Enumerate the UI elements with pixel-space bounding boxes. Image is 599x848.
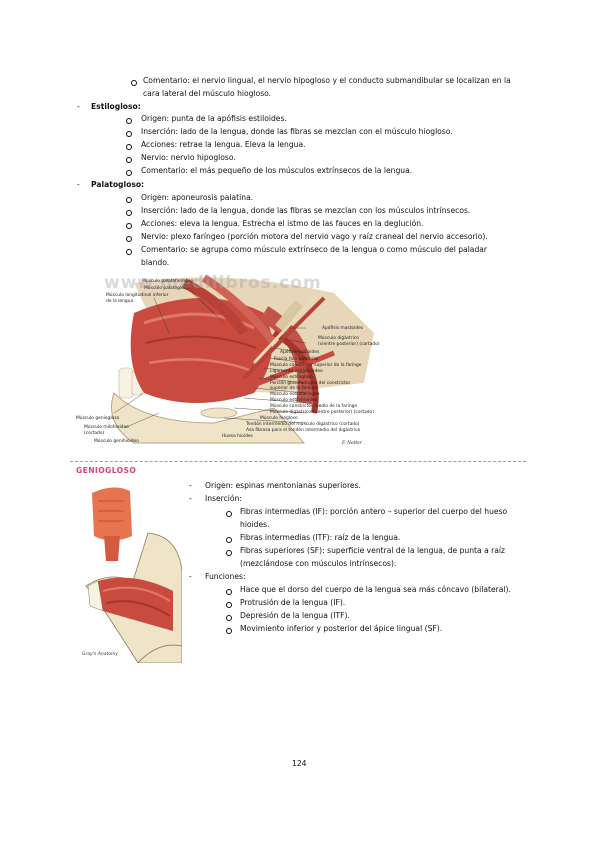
fig-label: Músculo constrictor medio de la faringe bbox=[270, 404, 358, 409]
fig-label: Músculo estilogloso bbox=[270, 375, 313, 380]
bullet-icon bbox=[126, 170, 132, 176]
fig-label: Asa fibrosa para el tendón intermedio de… bbox=[246, 428, 361, 433]
palatogloso-comment-line1: Comentario: se agrupa como músculo extrí… bbox=[141, 245, 488, 254]
funcion-item: Protrusión de la lengua (IF). bbox=[240, 598, 346, 607]
insercion-item-line2: hioides. bbox=[240, 520, 270, 529]
fig-label: Apófisis mastoides bbox=[322, 326, 364, 331]
fig-label: de la lengua bbox=[106, 299, 134, 304]
bullet-icon bbox=[126, 118, 132, 124]
geniogloso-insercion: Inserción: bbox=[205, 494, 242, 503]
palatogloso-item: Origen: aponeurosis palatina. bbox=[141, 193, 254, 202]
fig-label: Porción glosofaríngea del constrictor bbox=[270, 381, 351, 386]
fig-label: Fascia faringobasilar bbox=[274, 357, 320, 362]
estilogloso-item: Inserción: lado de la lengua, donde las … bbox=[141, 127, 453, 136]
page-number: 124 bbox=[292, 759, 307, 768]
fig-label: Músculo estilohioideo bbox=[270, 398, 318, 403]
top-comment-line2: cara lateral del músculo hiogloso. bbox=[143, 89, 272, 98]
funcion-item: Hace que el dorso del cuerpo de la lengu… bbox=[240, 585, 511, 594]
palatogloso-item: Inserción: lado de la lengua, donde las … bbox=[141, 206, 471, 215]
fig-label: superior de la faringe bbox=[270, 386, 318, 391]
fig-label: Tendón intermedio del músculo digástrico… bbox=[246, 422, 360, 427]
tongue-muscles-illustration: www.medilibros.com Músculo palatofarínge… bbox=[74, 273, 394, 453]
fig-label: Músculo longitudinal inferior bbox=[106, 293, 169, 298]
bullet-icon bbox=[226, 550, 232, 556]
bullet-icon bbox=[126, 223, 132, 229]
estilogloso-item: Nervio: nervio hipogloso. bbox=[141, 153, 236, 162]
bullet-icon bbox=[126, 197, 132, 203]
geniogloso-drawing bbox=[78, 481, 182, 663]
insercion-item-line2: (mezclándose con músculos intrínsecos). bbox=[240, 559, 397, 568]
bullet-icon bbox=[131, 80, 137, 86]
anatomy-drawing bbox=[74, 273, 394, 453]
fig-label: Músculo hiogloso bbox=[260, 416, 298, 421]
fig-label: Apófisis estiloides bbox=[280, 350, 320, 355]
bullet-icon bbox=[226, 615, 232, 621]
palatogloso-item: Acciones: eleva la lengua. Estrecha el i… bbox=[141, 219, 424, 228]
insercion-item-line1: Fibras intermedias (IF): porción antero … bbox=[240, 507, 508, 516]
fig-label: Músculo digástrico bbox=[318, 336, 359, 341]
figure-caption: Gray's Anatomy bbox=[82, 652, 119, 657]
fig-label: (cortado) bbox=[84, 431, 105, 436]
estilogloso-item: Acciones: retrae la lengua. Eleva la len… bbox=[141, 140, 306, 149]
fig-label: (vientre posterior) (cortado) bbox=[318, 342, 380, 347]
fig-label: Músculo genihioideo bbox=[94, 439, 139, 444]
palatogloso-comment-line2: blando. bbox=[141, 258, 170, 267]
insercion-item-line1: Fibras intermedias (ITF): raíz de la len… bbox=[240, 533, 401, 542]
dash-icon: - bbox=[189, 494, 192, 503]
bullet-icon bbox=[126, 249, 132, 255]
watermark: www.medilibros.com bbox=[104, 273, 322, 293]
fig-label: Músculo palatogloso bbox=[144, 286, 189, 291]
fig-label: Músculo estilofaríngeo bbox=[270, 392, 320, 397]
fig-label: Músculo milohioideo bbox=[84, 425, 129, 430]
bullet-icon bbox=[126, 236, 132, 242]
geniogloso-illustration: Gray's Anatomy bbox=[78, 481, 182, 663]
estilogloso-item: Origen: punta de la apófisis estiloides. bbox=[141, 114, 287, 123]
fig-label: Hueso hioides bbox=[222, 434, 253, 439]
funcion-item: Movimiento inferior y posterior del ápic… bbox=[240, 624, 443, 633]
dash-icon: - bbox=[77, 102, 80, 111]
estilogloso-title: Estilogloso: bbox=[91, 102, 141, 111]
bullet-icon bbox=[126, 210, 132, 216]
geniogloso-funciones: Funciones: bbox=[205, 572, 246, 581]
signature: F. Netter bbox=[342, 441, 362, 446]
estilogloso-item: Comentario: el más pequeño de los múscul… bbox=[141, 166, 413, 175]
palatogloso-item: Nervio: plexo faríngeo (porción motora d… bbox=[141, 232, 488, 241]
dash-icon: - bbox=[189, 572, 192, 581]
bullet-icon bbox=[226, 511, 232, 517]
section-divider bbox=[70, 461, 526, 462]
bullet-icon bbox=[126, 144, 132, 150]
bullet-icon bbox=[126, 157, 132, 163]
funcion-item: Depresión de la lengua (ITF). bbox=[240, 611, 350, 620]
geniogloso-origen: Origen: espinas mentonianas superiores. bbox=[205, 481, 361, 490]
fig-label: Músculo palatofaríngeo bbox=[142, 279, 194, 284]
fig-label: Ligamento estilohioideo bbox=[270, 369, 323, 374]
fig-label: Músculo constrictor superior de la farin… bbox=[270, 363, 362, 368]
palatogloso-title: Palatogloso: bbox=[91, 180, 145, 189]
bullet-icon bbox=[226, 589, 232, 595]
geniogloso-title: GENIOGLOSO bbox=[76, 466, 137, 475]
dash-icon: - bbox=[189, 481, 192, 490]
insercion-item-line1: Fibras superiores (SF): superficie ventr… bbox=[240, 546, 506, 555]
bullet-icon bbox=[226, 602, 232, 608]
fig-label: Músculo geniogloso bbox=[76, 416, 120, 421]
bullet-icon bbox=[226, 628, 232, 634]
bullet-icon bbox=[226, 537, 232, 543]
bullet-icon bbox=[126, 131, 132, 137]
fig-label: Músculo digástrico (vientre posterior) (… bbox=[270, 410, 374, 415]
top-comment-line1: Comentario: el nervio lingual, el nervio… bbox=[143, 76, 511, 85]
dash-icon: - bbox=[77, 180, 80, 189]
